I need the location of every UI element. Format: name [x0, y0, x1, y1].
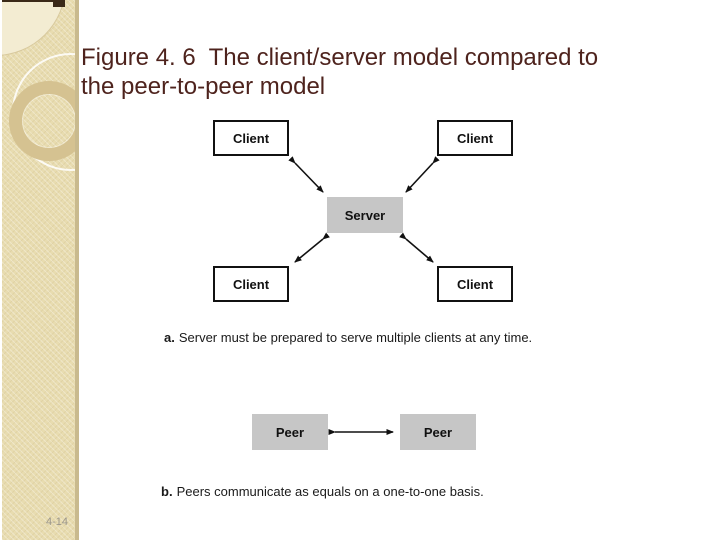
server-label: Server — [344, 207, 386, 223]
caption-a: a.Server must be prepared to serve multi… — [164, 330, 532, 345]
caption-b-text: Peers communicate as equals on a one-to-… — [176, 484, 484, 499]
slide-title: Figure 4. 6 The client/server model comp… — [81, 43, 701, 101]
page-number: 4-14 — [45, 516, 68, 528]
sidebar-top-line — [2, 0, 65, 2]
arrow-client-tl-server — [288, 156, 324, 193]
client-label: Client — [232, 130, 270, 146]
caption-b-letter: b. — [161, 484, 173, 499]
client-box-top-right: Client — [437, 120, 513, 156]
slide-title-line1: Figure 4. 6 The client/server model comp… — [81, 44, 599, 72]
arrow-client-br-server — [399, 232, 434, 263]
client-label: Client — [456, 130, 494, 146]
client-box-bottom-right: Client — [437, 266, 513, 302]
client-box-top-left: Client — [213, 120, 289, 156]
peer-box-left: Peer — [252, 414, 328, 450]
client-label: Client — [232, 276, 270, 292]
server-box: Server — [327, 197, 403, 233]
peer-label: Peer — [275, 424, 305, 440]
caption-a-letter: a. — [164, 330, 175, 345]
sidebar-quarter-circle — [2, 0, 65, 55]
caption-a-text: Server must be prepared to serve multipl… — [178, 330, 533, 345]
client-box-bottom-left: Client — [213, 266, 289, 302]
peer-box-right: Peer — [400, 414, 476, 450]
arrow-client-bl-server — [294, 232, 330, 263]
sidebar-top-square — [53, 0, 65, 7]
client-label: Client — [456, 276, 494, 292]
peer-label: Peer — [423, 424, 453, 440]
sidebar-tan-ring — [9, 81, 79, 161]
sidebar-decoration: 4-14 — [2, 0, 79, 540]
arrow-client-tr-server — [405, 156, 440, 193]
caption-b: b.Peers communicate as equals on a one-t… — [161, 484, 484, 499]
sidebar-edge-strip — [75, 0, 79, 540]
slide-title-line2: the peer-to-peer model — [81, 73, 326, 101]
